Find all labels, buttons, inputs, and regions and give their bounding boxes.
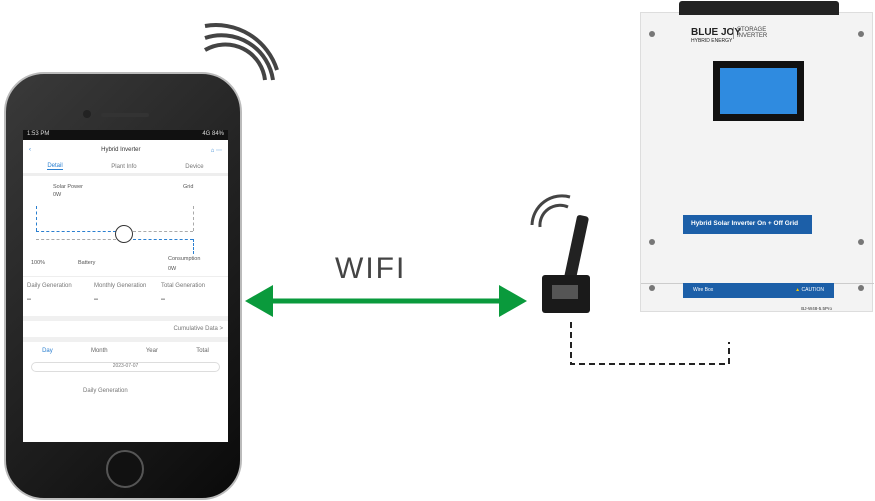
cumulative-data-link[interactable]: Cumulative Data > bbox=[23, 321, 228, 342]
caution-text: CAUTION bbox=[801, 287, 825, 293]
tab-bar: Detail Plant Info Device bbox=[23, 160, 228, 176]
more-icon[interactable]: ⌂ ⋯ bbox=[210, 147, 222, 154]
inverter-display bbox=[713, 61, 804, 121]
solar-value: 0W bbox=[53, 192, 62, 198]
generation-stats: Daily Generation-- Monthly Generation-- … bbox=[23, 276, 228, 321]
stat-value: -- bbox=[160, 297, 165, 303]
stat-label: Daily Generation bbox=[27, 283, 72, 289]
period-tab-month[interactable]: Month bbox=[90, 348, 108, 354]
brand-name: BLUE JOY bbox=[691, 27, 742, 38]
brand-sub: HYBRID ENERGY bbox=[691, 38, 733, 44]
stat-value: -- bbox=[27, 297, 31, 303]
smartphone: 1:53 PM 4G 84% ‹ Hybrid Inverter ⌂ ⋯ Detail… bbox=[4, 72, 242, 500]
status-time: 1:53 PM bbox=[27, 131, 50, 137]
tab-device[interactable]: Device bbox=[185, 163, 204, 170]
product-line: STORAGE INVERTER bbox=[733, 27, 769, 39]
status-indicators: 4G 84% bbox=[202, 131, 224, 137]
camera bbox=[83, 110, 91, 118]
date-picker[interactable]: 2023-07-07 bbox=[31, 362, 220, 372]
battery-label: Battery bbox=[78, 260, 96, 266]
stat-label: Total Generation bbox=[160, 283, 205, 289]
cable bbox=[570, 322, 730, 365]
wifi-dongle bbox=[530, 194, 590, 313]
page-title: Hybrid Inverter bbox=[101, 147, 141, 153]
inverter-icon bbox=[115, 225, 133, 243]
back-icon[interactable]: ‹ bbox=[29, 147, 31, 153]
grid-label: Grid bbox=[183, 184, 194, 190]
stat-label: Monthly Generation bbox=[93, 283, 147, 289]
wifi-label: WIFI bbox=[335, 252, 407, 285]
warning-icon: ▲ CAUTION bbox=[795, 287, 825, 293]
stat-value: -- bbox=[93, 297, 98, 303]
energy-flow: Solar Power 0W Grid 100% Battery Consump… bbox=[23, 176, 228, 276]
tab-plant-info[interactable]: Plant Info bbox=[111, 163, 137, 170]
wifi-signal-icon bbox=[203, 23, 279, 81]
period-tab-day[interactable]: Day bbox=[42, 348, 53, 354]
status-bar: 1:53 PM 4G 84% bbox=[23, 130, 228, 140]
solar-label: Solar Power bbox=[53, 184, 83, 190]
tab-detail[interactable]: Detail bbox=[47, 163, 63, 170]
wire-box-label: Wire Box bbox=[693, 287, 714, 293]
speaker bbox=[101, 113, 149, 117]
chart-title: Daily Generation bbox=[83, 388, 128, 394]
caution-label: Wire Box ▲ CAUTION bbox=[683, 283, 834, 298]
model-number: BJ-W48-5.5Pro bbox=[801, 306, 832, 311]
consumption-value: 0W bbox=[168, 266, 177, 272]
home-button[interactable] bbox=[106, 450, 144, 488]
period-tab-total[interactable]: Total bbox=[196, 348, 209, 354]
bidirectional-arrow bbox=[245, 285, 527, 317]
period-tab-year[interactable]: Year bbox=[145, 348, 158, 354]
product-band: Hybrid Solar Inverter On + Off Grid bbox=[683, 215, 812, 234]
consumption-label: Consumption bbox=[168, 256, 201, 262]
app-screen: 1:53 PM 4G 84% ‹ Hybrid Inverter ⌂ ⋯ Detail… bbox=[23, 130, 228, 442]
battery-value: 100% bbox=[31, 260, 46, 266]
